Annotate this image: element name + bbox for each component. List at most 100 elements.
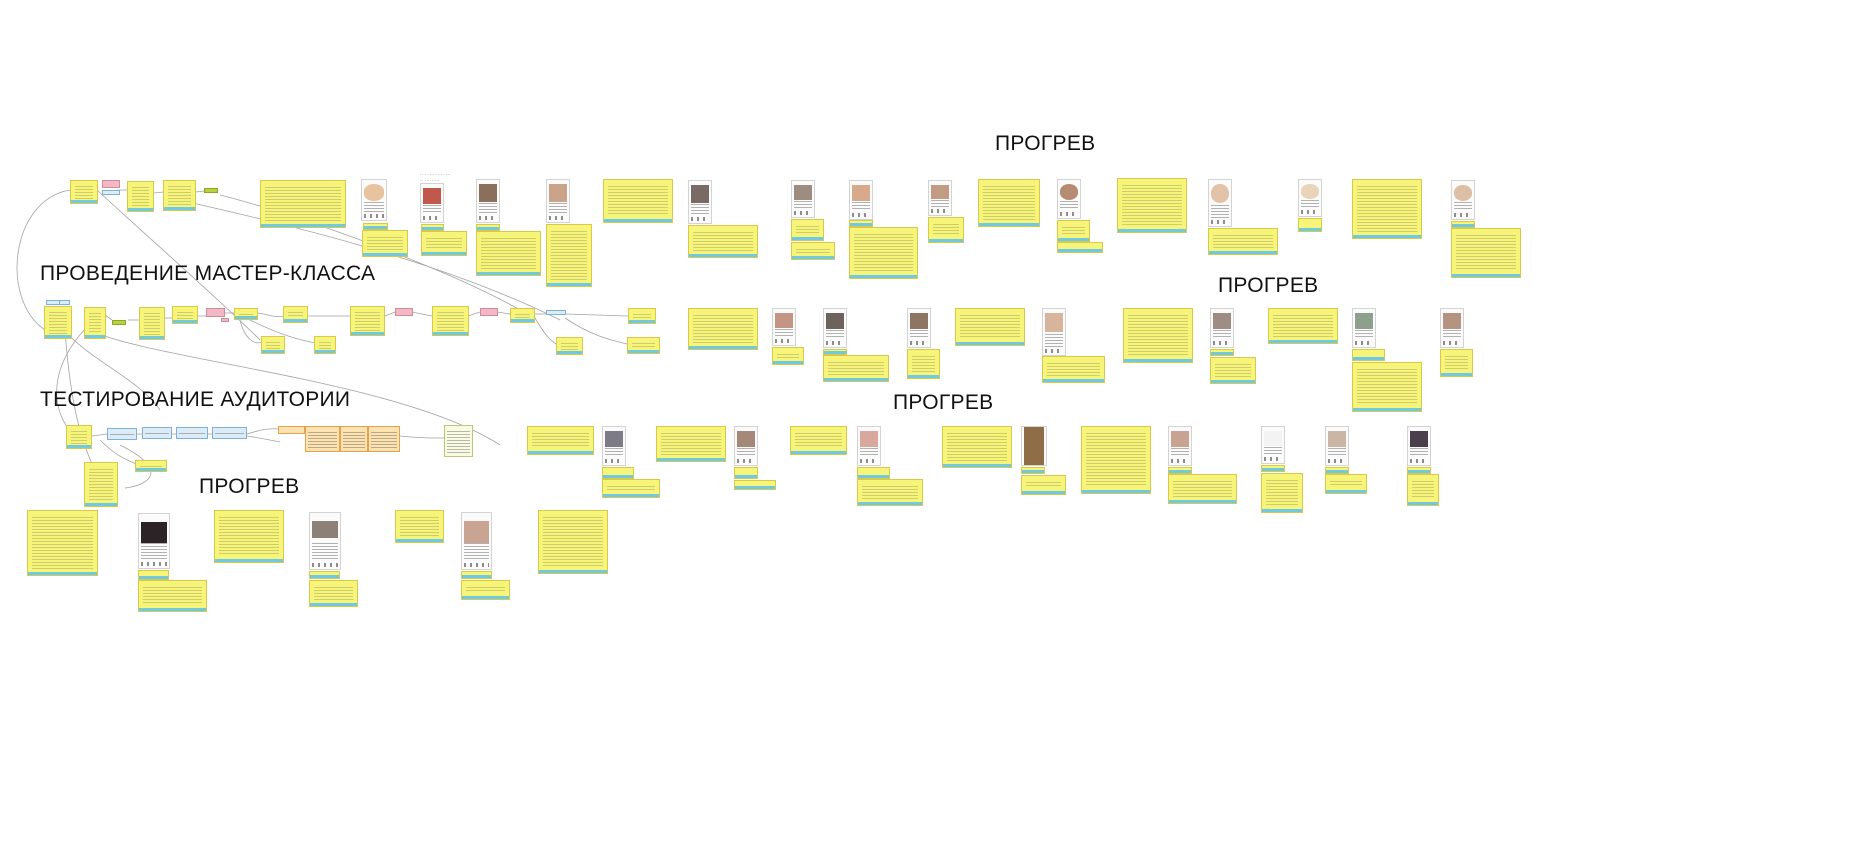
sticky-note[interactable] <box>421 231 467 256</box>
sticky-note[interactable] <box>857 479 923 506</box>
post-screenshot[interactable] <box>823 308 847 348</box>
sticky-note[interactable] <box>527 426 594 455</box>
sticky-note[interactable] <box>1261 473 1303 513</box>
post-screenshot[interactable] <box>420 183 444 223</box>
flow-node[interactable] <box>139 307 165 340</box>
flow-node[interactable] <box>206 308 225 317</box>
post-screenshot[interactable] <box>907 308 931 348</box>
flow-node[interactable] <box>135 460 167 472</box>
sticky-note[interactable] <box>1117 178 1187 233</box>
sticky-note[interactable] <box>1407 474 1439 506</box>
sticky-note[interactable] <box>1168 474 1237 504</box>
sticky-note[interactable] <box>1268 308 1338 344</box>
sticky-note[interactable] <box>27 510 98 576</box>
post-screenshot[interactable] <box>1210 308 1234 348</box>
post-screenshot[interactable] <box>928 180 952 216</box>
flow-node[interactable] <box>432 306 469 336</box>
sticky-note[interactable] <box>603 179 673 223</box>
sticky-note[interactable] <box>1057 242 1103 253</box>
post-screenshot[interactable] <box>1298 179 1322 217</box>
post-screenshot[interactable] <box>1021 426 1047 466</box>
flow-node[interactable] <box>628 308 656 324</box>
sticky-note[interactable] <box>1042 356 1105 383</box>
post-screenshot[interactable] <box>1440 308 1464 348</box>
sticky-note[interactable] <box>823 349 847 355</box>
sticky-note[interactable] <box>309 580 358 607</box>
flow-node[interactable] <box>102 180 120 188</box>
flow-node[interactable] <box>283 306 308 323</box>
sticky-note[interactable] <box>1352 362 1422 412</box>
flow-node[interactable] <box>163 180 196 211</box>
sticky-note[interactable] <box>1057 220 1090 242</box>
flow-node[interactable] <box>142 427 172 439</box>
post-screenshot[interactable] <box>849 180 873 220</box>
sticky-note[interactable] <box>1123 308 1193 363</box>
flow-node[interactable] <box>212 427 247 439</box>
sticky-note[interactable] <box>688 308 758 350</box>
sticky-note[interactable] <box>538 510 608 574</box>
sticky-note[interactable] <box>602 467 634 479</box>
sticky-note[interactable] <box>1298 218 1322 232</box>
sticky-note[interactable] <box>1451 221 1475 228</box>
post-screenshot[interactable] <box>1325 426 1349 466</box>
flow-node[interactable] <box>556 337 583 355</box>
sticky-note[interactable] <box>476 224 500 231</box>
flow-node[interactable] <box>278 426 305 434</box>
sticky-note[interactable] <box>849 227 918 279</box>
sticky-note[interactable] <box>1440 349 1473 377</box>
sticky-note[interactable] <box>476 231 541 276</box>
flow-node[interactable] <box>368 426 400 452</box>
sticky-note[interactable] <box>602 479 660 498</box>
sticky-note[interactable] <box>849 220 873 227</box>
post-screenshot[interactable] <box>1208 179 1232 227</box>
sticky-note[interactable] <box>734 467 758 479</box>
sticky-note[interactable] <box>260 180 346 228</box>
sticky-note[interactable] <box>1210 349 1234 356</box>
flow-node[interactable] <box>70 180 98 204</box>
sticky-note[interactable] <box>1208 228 1278 255</box>
flow-node[interactable] <box>102 190 120 195</box>
flow-node[interactable] <box>350 306 385 336</box>
sticky-note[interactable] <box>362 230 408 257</box>
sticky-note[interactable] <box>942 426 1012 468</box>
flow-node[interactable] <box>66 425 92 449</box>
sticky-note[interactable] <box>1210 357 1256 384</box>
flow-node[interactable] <box>305 426 340 452</box>
sticky-note[interactable] <box>1451 228 1521 278</box>
post-screenshot[interactable] <box>1352 308 1376 348</box>
sticky-note[interactable] <box>1407 467 1431 474</box>
flow-node[interactable] <box>204 188 218 193</box>
post-screenshot[interactable] <box>1057 179 1081 219</box>
flow-node[interactable] <box>44 306 72 339</box>
post-screenshot[interactable] <box>772 308 796 346</box>
flow-node[interactable] <box>172 306 198 324</box>
flow-node[interactable] <box>444 425 473 457</box>
sticky-note[interactable] <box>734 480 776 490</box>
sticky-note[interactable] <box>395 510 444 543</box>
flow-node[interactable] <box>221 318 229 322</box>
post-screenshot[interactable] <box>1168 426 1192 466</box>
sticky-note[interactable] <box>1021 475 1066 495</box>
post-screenshot[interactable] <box>309 512 341 570</box>
post-screenshot[interactable] <box>546 179 570 223</box>
post-screenshot[interactable] <box>1451 180 1475 220</box>
flow-node[interactable] <box>314 336 336 354</box>
sticky-note[interactable] <box>978 179 1040 227</box>
flow-node[interactable] <box>234 308 258 320</box>
sticky-note[interactable] <box>857 467 890 479</box>
flow-node[interactable] <box>510 308 535 323</box>
flow-node[interactable] <box>59 300 70 305</box>
post-screenshot[interactable] <box>602 426 626 466</box>
sticky-note[interactable] <box>461 580 510 600</box>
sticky-note[interactable] <box>1261 465 1285 472</box>
flow-node[interactable] <box>127 181 154 212</box>
sticky-note[interactable] <box>688 225 758 258</box>
sticky-note[interactable] <box>791 242 835 260</box>
sticky-note[interactable] <box>772 347 804 365</box>
sticky-note[interactable] <box>1325 474 1367 494</box>
sticky-note[interactable] <box>309 571 340 579</box>
sticky-note[interactable] <box>1168 467 1192 474</box>
post-screenshot[interactable] <box>138 513 170 569</box>
flow-node[interactable] <box>176 427 208 439</box>
post-screenshot[interactable] <box>476 179 500 223</box>
